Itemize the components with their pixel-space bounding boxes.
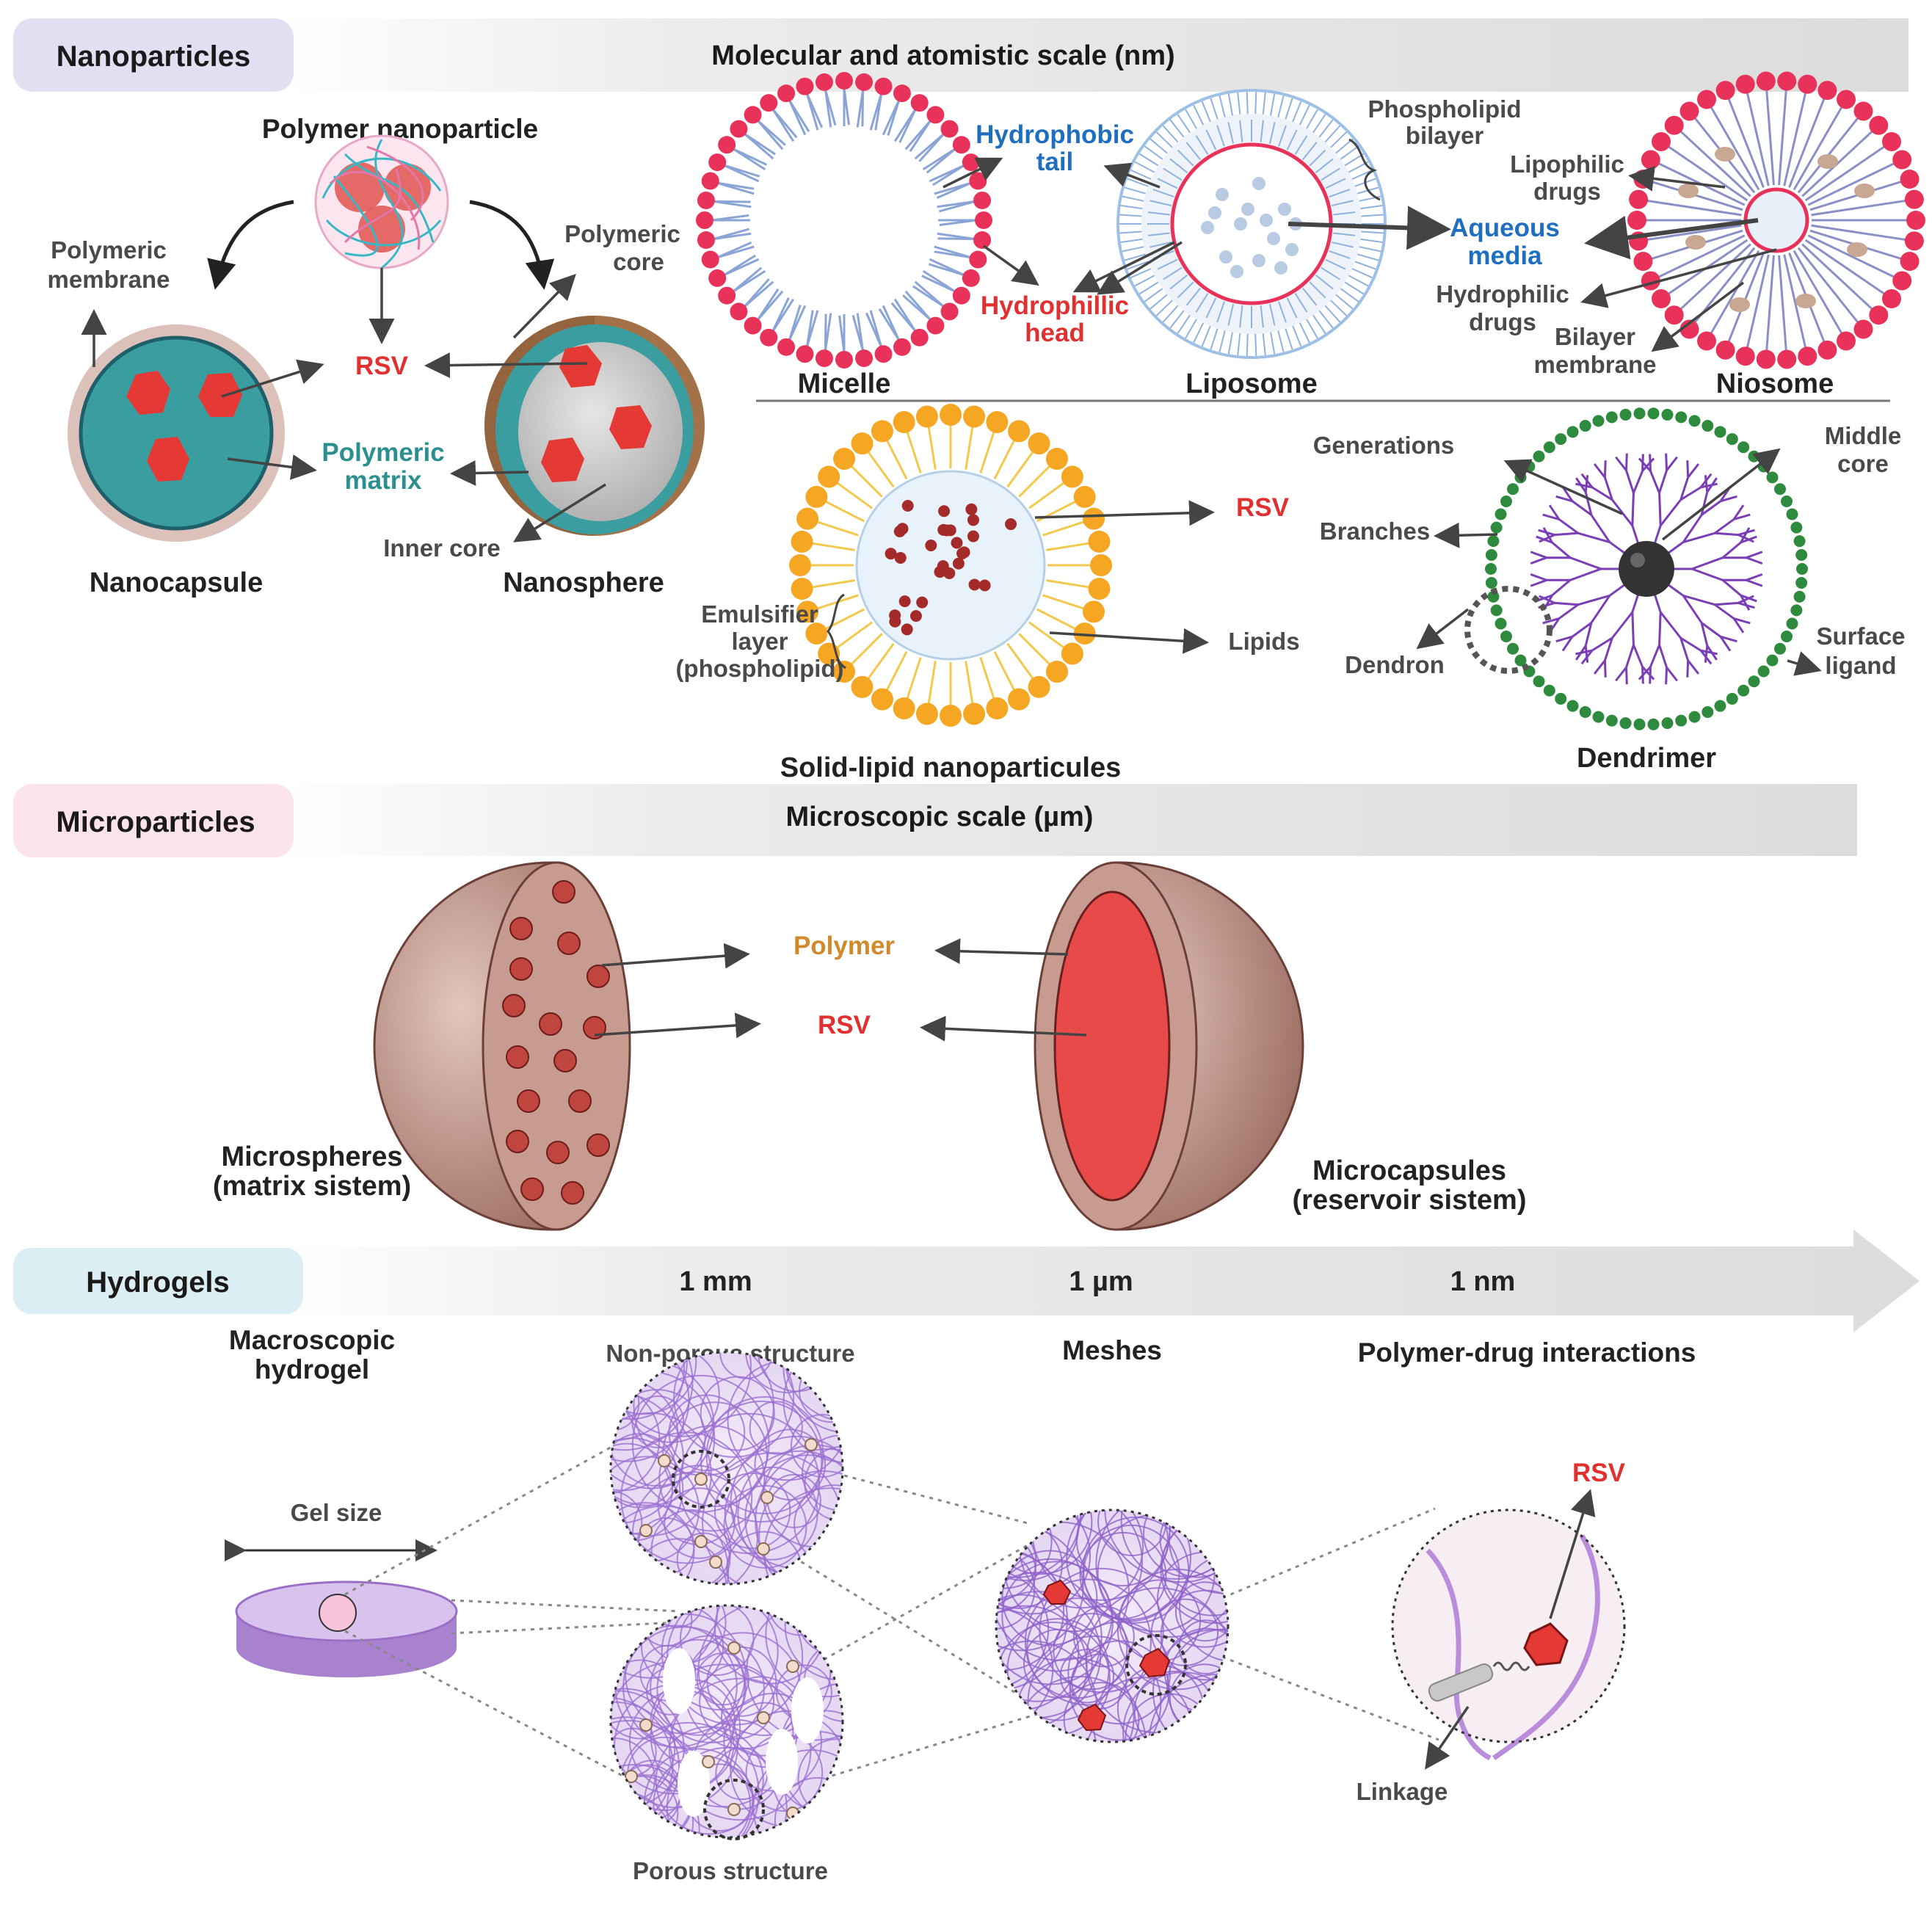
micelle-label: Micelle — [798, 369, 891, 399]
polymeric-matrix-label-1: Polymeric — [322, 438, 444, 467]
surface-ligand-label-1: Surface — [1816, 622, 1905, 650]
aqueous-media-label-1: Aqueous — [1450, 214, 1560, 242]
bilayer-brace — [1348, 138, 1381, 201]
nanosphere-icon — [484, 316, 705, 536]
microsphere-icon — [373, 861, 631, 1231]
microcapsule-icon — [1034, 861, 1304, 1231]
microparticles-badge — [13, 784, 294, 857]
porous-structure-circle — [609, 1604, 844, 1840]
interaction-circle — [1391, 1509, 1626, 1761]
microparticles-header: Microparticles Microscopic scale (µm) — [13, 784, 1857, 857]
polymer-nanoparticle-group: Polymer nanoparticle Polymeric membrane … — [48, 114, 705, 598]
dendron-highlight — [1464, 586, 1552, 674]
middle-core-label-2: core — [1837, 450, 1889, 477]
hydrogels-group: Macroscopic hydrogel Gel size Non-porous… — [225, 1325, 1696, 1884]
inner-core-label: Inner core — [383, 534, 501, 562]
rsv-label-micro: RSV — [818, 1011, 871, 1039]
gel-size-label: Gel size — [291, 1499, 382, 1526]
hydrophilic-drugs-label-2: drugs — [1469, 308, 1536, 335]
nanoparticles-header: Nanoparticles Molecular and atomistic sc… — [13, 18, 1909, 92]
micelle-icon — [696, 72, 992, 369]
macroscopic-label-1: Macroscopic — [229, 1325, 395, 1355]
phospholipid-bilayer-label-1: Phospholipid — [1368, 95, 1522, 123]
microcapsules-label-2: (reservoir sistem) — [1293, 1185, 1527, 1216]
branches-label: Branches — [1320, 518, 1430, 545]
microspheres-label-2: (matrix sistem) — [213, 1171, 411, 1202]
emulsifier-label-3: (phospholipid) — [675, 655, 843, 682]
nanocapsule-label: Nanocapsule — [90, 567, 264, 598]
microparticles-group: Polymer RSV Microspheres (matrix sistem)… — [213, 861, 1527, 1231]
vesicles-group: Hydrophobic tail Hydrophillic head Phosp… — [696, 71, 1925, 402]
polymeric-membrane-label-1: Polymeric — [51, 236, 167, 264]
dendrimer-title: Dendrimer — [1577, 743, 1716, 774]
hydrogels-badge — [13, 1248, 303, 1314]
dendrimer-group: Generations Branches Dendron Middle core… — [1313, 407, 1906, 774]
microparticles-banner-bar — [264, 784, 1857, 856]
meshes-label: Meshes — [1062, 1335, 1162, 1365]
polymeric-core-label-2: core — [613, 248, 664, 275]
hydrogels-badge-label: Hydrogels — [86, 1266, 230, 1299]
emulsifier-label-2: layer — [731, 628, 788, 655]
polymeric-core-label-1: Polymeric — [564, 220, 680, 247]
scale-arrow-banner — [264, 1230, 1920, 1332]
emulsifier-brace — [827, 593, 846, 669]
rsv-label-sln: RSV — [1236, 493, 1290, 522]
generations-label: Generations — [1313, 432, 1455, 459]
microspheres-label-1: Microspheres — [221, 1141, 402, 1172]
hydrophobic-tail-label-2: tail — [1036, 148, 1074, 176]
middle-core-label-1: Middle — [1825, 422, 1902, 449]
macroscopic-hydrogel-disc — [235, 1580, 458, 1677]
hydrophobic-tail-label-1: Hydrophobic — [976, 120, 1134, 149]
rsv-label-hydrogel: RSV — [1572, 1459, 1626, 1487]
polymeric-matrix-label-2: matrix — [344, 466, 422, 495]
aqueous-media-label-2: media — [1467, 242, 1542, 270]
polymeric-membrane-label-2: membrane — [48, 266, 170, 293]
bilayer-membrane-label-1: Bilayer — [1555, 323, 1635, 350]
dendron-label: Dendron — [1345, 651, 1445, 678]
macroscopic-label-2: hydrogel — [255, 1354, 369, 1384]
solid-lipid-nanoparticle-icon — [789, 404, 1112, 727]
lipophilic-drugs-label-1: Lipophilic — [1510, 150, 1624, 178]
liposome-label: Liposome — [1185, 369, 1317, 399]
nanocapsule-icon — [68, 324, 285, 542]
lipids-label: Lipids — [1228, 628, 1299, 655]
phospholipid-bilayer-label-2: bilayer — [1406, 122, 1484, 149]
nanoparticles-badge-label: Nanoparticles — [57, 40, 251, 73]
scale-mark-1mm: 1 mm — [679, 1266, 752, 1297]
dendrimer-icon — [1485, 407, 1808, 730]
polymer-label: Polymer — [794, 932, 895, 960]
hydrophilic-head-label-1: Hydrophillic — [981, 291, 1129, 320]
microparticles-scale-label: Microscopic scale (µm) — [786, 802, 1094, 832]
rsv-label-polymer: RSV — [355, 352, 409, 380]
scale-mark-1nm: 1 nm — [1450, 1266, 1516, 1297]
hydrophilic-drugs-label-1: Hydrophilic — [1436, 280, 1569, 308]
sln-title: Solid-lipid nanoparticules — [780, 752, 1121, 783]
liposome-icon — [1116, 89, 1387, 359]
linkage-label: Linkage — [1357, 1778, 1448, 1805]
polymer-nanoparticle-icon — [314, 134, 449, 269]
surface-ligand-label-2: ligand — [1825, 652, 1896, 679]
hydrophilic-head-label-2: head — [1025, 319, 1085, 347]
nanoparticles-badge — [13, 18, 294, 92]
microcapsules-label-1: Microcapsules — [1312, 1155, 1506, 1186]
bilayer-membrane-label-2: membrane — [1534, 351, 1657, 378]
niosome-label: Niosome — [1716, 369, 1834, 399]
porous-label: Porous structure — [633, 1857, 828, 1884]
niosome-icon — [1627, 71, 1925, 369]
lipophilic-drugs-label-2: drugs — [1533, 178, 1601, 205]
nanoparticles-scale-label: Molecular and atomistic scale (nm) — [711, 40, 1174, 71]
scale-mark-1um: 1 µm — [1069, 1266, 1133, 1297]
sln-group: RSV Lipids Emulsifier layer (phospholipi… — [675, 404, 1300, 783]
nanoparticles-banner-bar — [264, 18, 1909, 92]
nanosphere-label: Nanosphere — [503, 567, 664, 598]
hydrogels-header: Hydrogels 1 mm 1 µm 1 nm — [13, 1230, 1920, 1332]
non-porous-structure-circle — [609, 1351, 844, 1586]
interactions-label: Polymer-drug interactions — [1358, 1337, 1696, 1368]
mesh-circle — [995, 1509, 1230, 1743]
emulsifier-label-1: Emulsifier — [701, 600, 818, 628]
microparticles-badge-label: Microparticles — [56, 806, 255, 838]
